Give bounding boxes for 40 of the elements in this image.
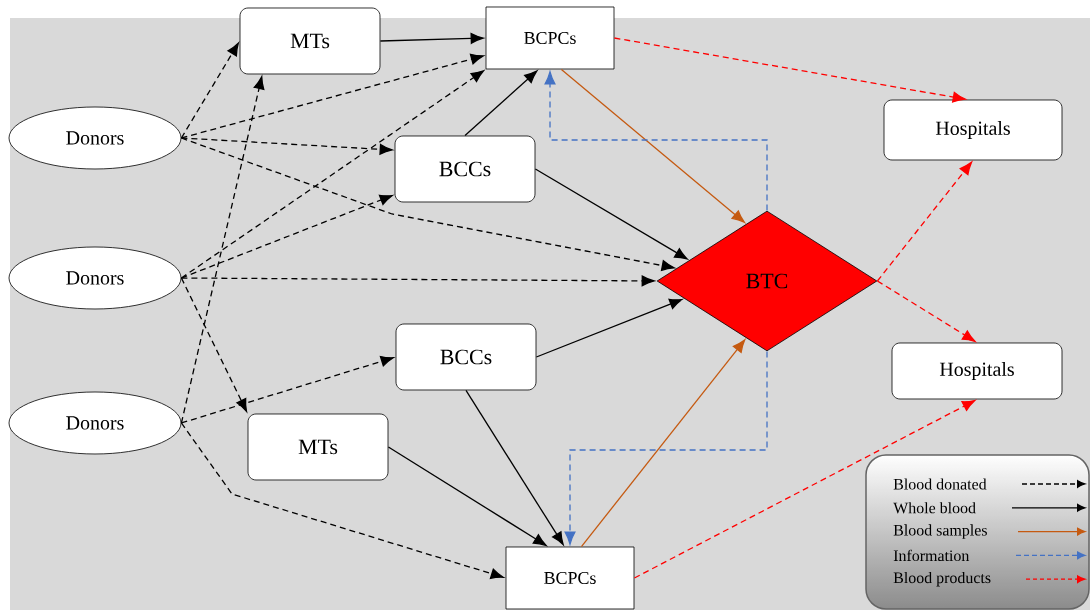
arrow bbox=[180, 42, 239, 139]
process-box: BCPCs bbox=[485, 6, 615, 70]
rounded-box: MTs bbox=[247, 413, 389, 481]
rounded-box: BCCs bbox=[394, 135, 536, 203]
legend-label: Blood samples bbox=[893, 524, 987, 539]
legend-label: Blood products bbox=[893, 571, 991, 587]
arrow bbox=[180, 137, 393, 155]
rounded-box: BCCs bbox=[395, 323, 537, 391]
ellipse-node: Donors bbox=[8, 391, 182, 455]
process-box: BCPCs bbox=[505, 546, 635, 610]
arrow bbox=[180, 422, 504, 580]
arrow bbox=[387, 446, 547, 546]
arrow bbox=[633, 399, 976, 579]
rounded-box: Hospitals bbox=[891, 342, 1063, 400]
arrow bbox=[464, 70, 538, 137]
arrow bbox=[544, 71, 768, 212]
arrow bbox=[534, 168, 688, 260]
arrow bbox=[180, 355, 394, 424]
arrow bbox=[180, 70, 485, 279]
arrow bbox=[180, 194, 393, 279]
arrow bbox=[560, 68, 745, 223]
legend-label: Whole blood bbox=[893, 502, 976, 514]
arrow bbox=[180, 137, 675, 271]
legend-label: Information bbox=[893, 549, 970, 562]
rounded-box: MTs bbox=[239, 7, 381, 75]
ellipse-node: Donors bbox=[8, 246, 182, 310]
arrow bbox=[876, 280, 976, 342]
arrow bbox=[465, 389, 564, 546]
arrow bbox=[564, 350, 768, 545]
arrow bbox=[535, 298, 683, 358]
legend-label: Blood donated bbox=[893, 478, 987, 490]
arrow bbox=[180, 277, 248, 412]
arrow bbox=[580, 339, 746, 548]
arrow bbox=[379, 32, 484, 44]
arrow bbox=[180, 275, 655, 287]
ellipse-node: Donors bbox=[8, 106, 182, 170]
arrow bbox=[180, 76, 265, 424]
rounded-box: Hospitals bbox=[883, 99, 1063, 161]
arrow bbox=[613, 37, 966, 103]
arrow bbox=[876, 161, 973, 282]
